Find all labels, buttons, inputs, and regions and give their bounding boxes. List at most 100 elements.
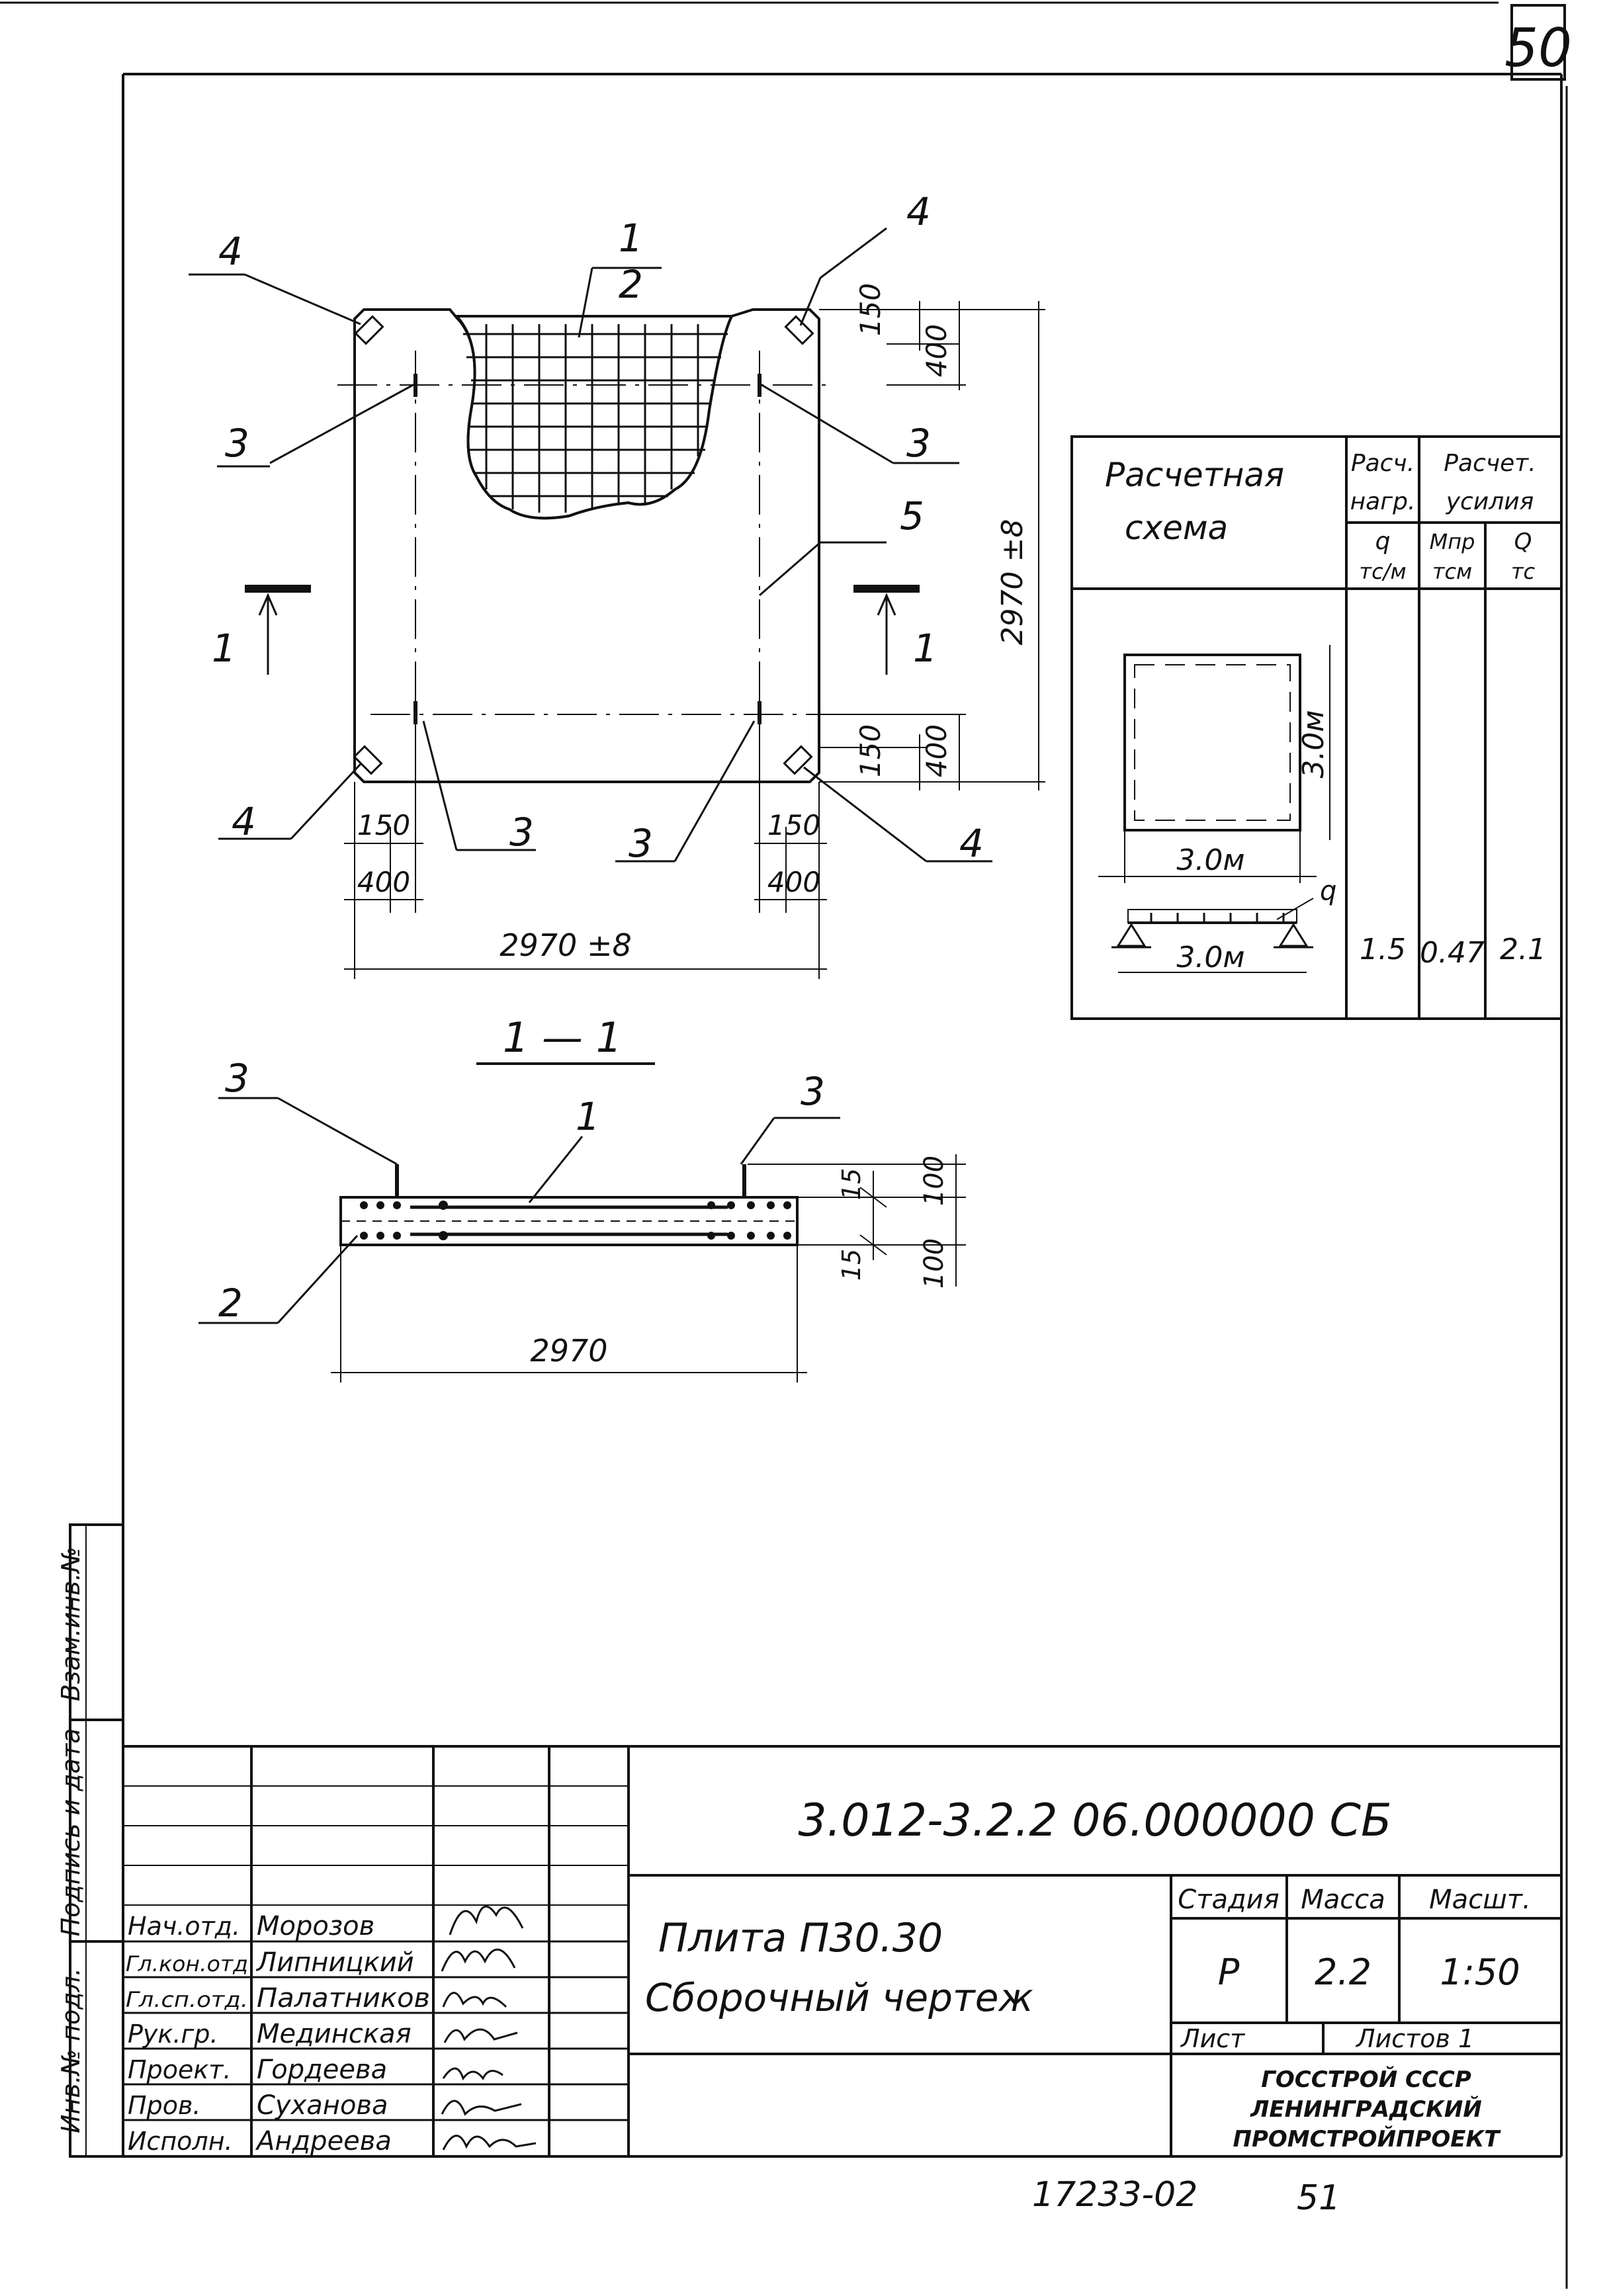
plan-dims-right xyxy=(819,301,1045,790)
section-callout-3-right: 3 xyxy=(801,1069,825,1114)
q-unit-2: тс/м xyxy=(1359,559,1406,584)
dim-400-top: 400 xyxy=(920,324,953,377)
beam-span-label: 3.0м xyxy=(1176,941,1244,974)
mass-header: Масса xyxy=(1301,1885,1385,1915)
staff-role-0: Нач.отд. xyxy=(128,1912,240,1941)
section-mark-left: 1 xyxy=(212,585,311,675)
qf-unit-1: Q xyxy=(1514,529,1532,555)
sheets-label: Листов 1 xyxy=(1355,2024,1474,2053)
q-unit-1: q xyxy=(1375,528,1391,555)
product-name: Плита П30.30 xyxy=(658,1915,943,1961)
plan-view: 4 4 1 2 3 3 5 4 3 3 4 1 1 xyxy=(189,189,1045,979)
dim-150-top: 150 xyxy=(854,283,887,336)
callout-3-right: 3 xyxy=(906,421,931,466)
scheme-header-1: Расчетная xyxy=(1105,456,1284,494)
callout-5: 5 xyxy=(900,493,924,538)
doc-type: Сборочный чертеж xyxy=(645,1975,1033,2020)
beam-load-label: q xyxy=(1320,876,1336,906)
section-view: 1 — 1 3 3 1 2 xyxy=(198,1013,966,1382)
m-unit-2: тсм xyxy=(1432,559,1472,584)
calc-table: Расчетная схема Расч. нагр. Расчет. усил… xyxy=(1070,435,1563,1020)
callout-2-top: 2 xyxy=(619,262,643,307)
value-Q: 2.1 xyxy=(1500,933,1546,966)
callout-3-bottom-b: 3 xyxy=(629,821,653,866)
square-side-label: 3.0м xyxy=(1176,843,1244,877)
corner-number: 50 xyxy=(1504,17,1572,79)
mass-value: 2.2 xyxy=(1315,1951,1371,1993)
dim-150-bottom-left: 150 xyxy=(357,809,410,841)
callout-4-top-left: 4 xyxy=(218,229,243,274)
org-line-3: ПРОМСТРОЙПРОЕКТ xyxy=(1233,2125,1501,2152)
staff-name-6: Андреева xyxy=(255,2126,392,2156)
dim-400-bottom-left: 400 xyxy=(357,866,410,898)
callout-4-top-right: 4 xyxy=(906,189,931,234)
load-header-1: Расч. xyxy=(1351,450,1414,477)
callout-4-bottom-left: 4 xyxy=(232,799,256,844)
staff-role-2: Гл.сп.отд. xyxy=(126,1987,248,2012)
dim-150-bottom: 150 xyxy=(854,724,887,777)
section-dim-100-bottom: 100 xyxy=(919,1238,949,1289)
scheme-header-2: схема xyxy=(1125,509,1228,547)
value-q: 1.5 xyxy=(1360,933,1406,966)
strip-vzam: Взам.инв.№ xyxy=(56,1547,85,1701)
axis-lines xyxy=(337,351,827,728)
qf-unit-2: тс xyxy=(1511,559,1536,584)
section-mark-left-label: 1 xyxy=(212,626,236,671)
dim-overall-vertical: 2970 ±8 xyxy=(996,519,1029,646)
staff-role-1: Гл.кон.отд xyxy=(126,1951,248,1977)
square-height-label: 3.0м xyxy=(1297,710,1330,778)
square-scheme xyxy=(1098,645,1330,883)
dim-overall-horizontal: 2970 ±8 xyxy=(500,927,632,963)
dim-150-bottom-right: 150 xyxy=(767,809,820,841)
rebar-dots xyxy=(360,1201,791,1240)
mesh-fragment xyxy=(453,315,734,520)
load-header-2: нагр. xyxy=(1350,488,1416,515)
staff-name-5: Суханова xyxy=(257,2090,388,2121)
scale-header: Масшт. xyxy=(1429,1885,1531,1915)
forces-header-2: усилия xyxy=(1446,488,1534,515)
section-dim-100-top: 100 xyxy=(919,1156,949,1206)
left-strip: Взам.инв.№ Подпись и дата Инв.№ подл. xyxy=(56,1523,124,2158)
doc-code: 3.012-3.2.2 06.000000 СБ xyxy=(798,1795,1391,1847)
strip-inv: Инв.№ подл. xyxy=(56,1968,85,2133)
section-mark-right: 1 xyxy=(853,585,937,675)
staff-role-5: Пров. xyxy=(128,2091,200,2120)
staff-name-2: Палатников xyxy=(257,1983,430,2014)
section-callout-2: 2 xyxy=(218,1281,243,1326)
staff-role-3: Рук.гр. xyxy=(128,2020,218,2049)
callout-3-left: 3 xyxy=(225,421,249,466)
sheet-label: Лист xyxy=(1180,2024,1246,2053)
staff-name-4: Гордеева xyxy=(257,2055,387,2085)
section-title: 1 — 1 xyxy=(503,1013,622,1062)
signatures xyxy=(441,1905,537,2150)
section-dim-15-top: 15 xyxy=(837,1168,866,1200)
plan-dims-bottom xyxy=(344,728,827,979)
staff-role-4: Проект. xyxy=(128,2055,232,2084)
staff-name-3: Мединская xyxy=(257,2019,412,2049)
staff-name-0: Морозов xyxy=(257,1911,374,1941)
dim-400-bottom: 400 xyxy=(920,724,953,777)
stage-header: Стадия xyxy=(1178,1885,1279,1915)
bottom-page: 51 xyxy=(1297,2178,1340,2218)
staff-role-6: Исполн. xyxy=(128,2127,233,2156)
sheet-frame xyxy=(0,1,1568,2289)
section-mark-right-label: 1 xyxy=(913,626,937,671)
org-line-2: ЛЕНИНГРАДСКИЙ xyxy=(1250,2096,1482,2123)
section-dim-length: 2970 xyxy=(530,1333,607,1369)
section-callout-1: 1 xyxy=(576,1094,600,1139)
section-callout-3-left: 3 xyxy=(225,1056,249,1101)
m-unit-1: Мпр xyxy=(1430,529,1475,554)
stage-value: Р xyxy=(1218,1951,1240,1993)
callout-4-bottom-right: 4 xyxy=(959,821,984,866)
dim-400-bottom-right: 400 xyxy=(767,866,820,898)
strip-podpis: Подпись и дата xyxy=(56,1728,85,1937)
leaders xyxy=(189,227,992,863)
beam-scheme xyxy=(1111,898,1314,973)
staff-name-1: Липницкий xyxy=(255,1947,414,1978)
org-line-1: ГОССТРОЙ СССР xyxy=(1261,2066,1471,2093)
callout-1-top: 1 xyxy=(619,216,643,261)
corner-loops xyxy=(353,315,814,775)
section-dim-15-bottom: 15 xyxy=(837,1249,866,1281)
bottom-doc-ref: 17233-02 xyxy=(1032,2175,1197,2215)
